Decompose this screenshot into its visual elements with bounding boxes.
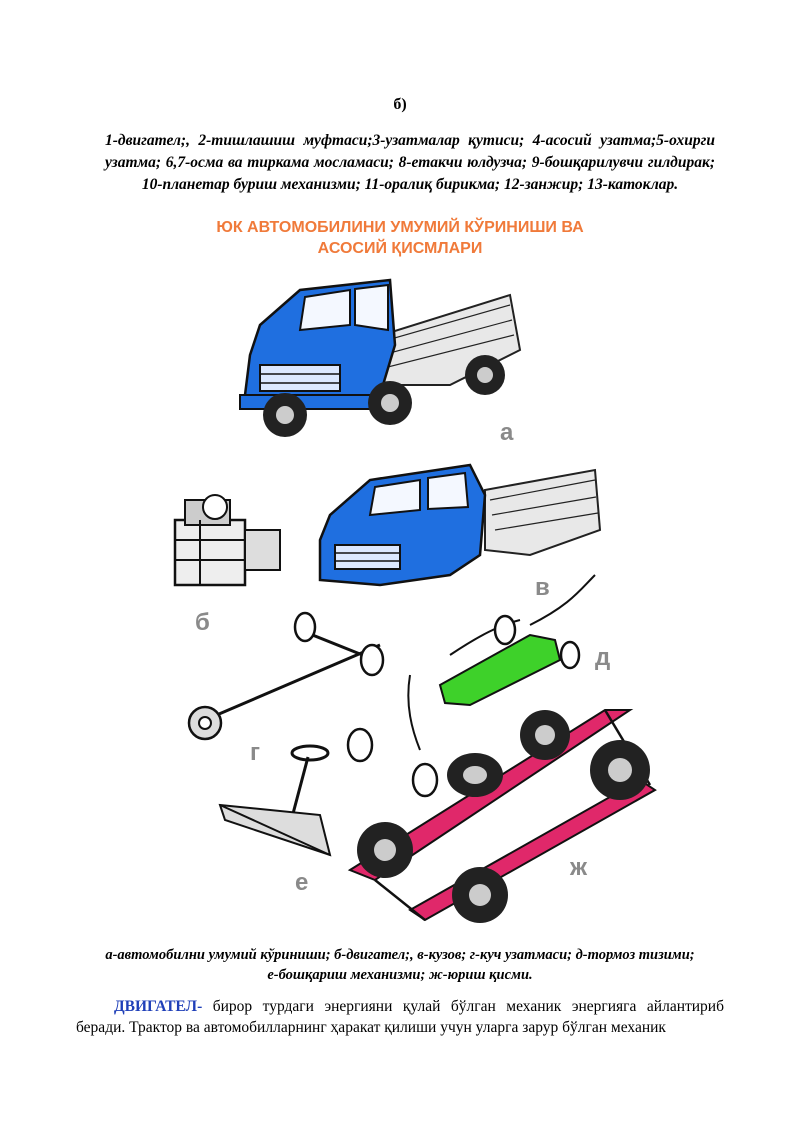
steering-mechanism bbox=[218, 744, 332, 857]
figure-caption: а-автомобилни умумий кўриниши; б-двигате… bbox=[105, 947, 695, 983]
letter-v: в bbox=[535, 574, 550, 601]
paragraph-term: ДВИГАТЕЛ- bbox=[114, 998, 203, 1015]
parts-legend: 1-двигател;, 2-тишлашиш муфтаси;3-узатма… bbox=[105, 132, 715, 193]
section-title-line1: ЮК АВТОМОБИЛИНИ УМУМИЙ КЎРИНИШИ ВА bbox=[216, 219, 584, 236]
paragraph-text: бирор турдаги энергияни қулай бўлган мех… bbox=[76, 998, 724, 1036]
engine bbox=[173, 494, 281, 587]
section-title: ЮК АВТОМОБИЛИНИ УМУМИЙ КЎРИНИШИ ВА АСОСИ… bbox=[0, 217, 800, 259]
truck-body bbox=[318, 463, 602, 587]
body-paragraph: ДВИГАТЕЛ- бирор турдаги энергияни қулай … bbox=[76, 996, 724, 1038]
truck-parts-illustration: а б в д г bbox=[173, 278, 657, 923]
letter-b: б bbox=[195, 609, 210, 636]
letter-a: а bbox=[500, 419, 514, 446]
power-transmission bbox=[187, 611, 385, 741]
brake-system bbox=[346, 574, 596, 798]
chassis-running-gear bbox=[347, 709, 657, 923]
letter-zh: ж bbox=[569, 854, 588, 881]
section-title-line2: АСОСИЙ ҚИСМЛАРИ bbox=[317, 240, 483, 257]
letter-g: г bbox=[250, 739, 260, 766]
figure-label-b: б) bbox=[393, 96, 407, 113]
letter-d: д bbox=[595, 644, 610, 671]
letter-e: е bbox=[295, 869, 308, 896]
truck-complete bbox=[239, 278, 522, 437]
